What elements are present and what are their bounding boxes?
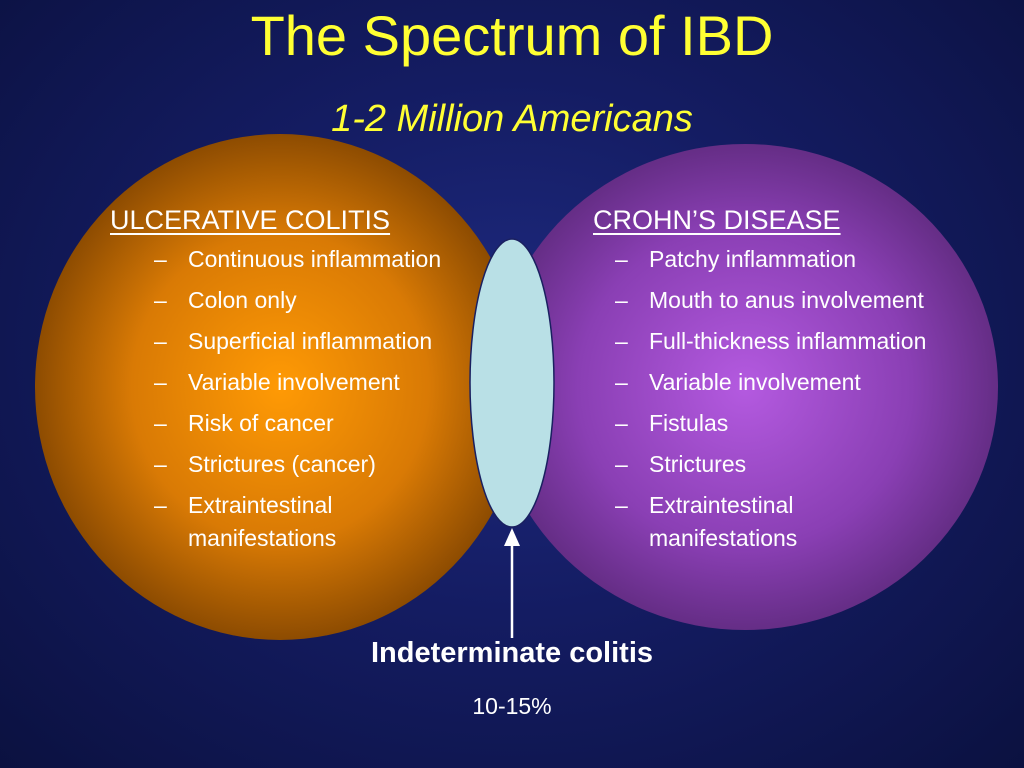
list-item: Patchy inflammation xyxy=(615,243,933,276)
ulcerative-colitis-heading: ULCERATIVE COLITIS xyxy=(110,205,391,235)
list-item: Extraintestinal manifestations xyxy=(154,489,470,555)
list-item: Colon only xyxy=(154,284,470,317)
crohns-disease-column: CROHN’S DISEASE Patchy inflammation Mout… xyxy=(593,203,933,563)
list-item: Fistulas xyxy=(615,407,933,440)
list-item: Risk of cancer xyxy=(154,407,470,440)
slide-title: The Spectrum of IBD xyxy=(250,4,774,67)
overlap-ellipse xyxy=(469,238,555,528)
slide-subtitle: 1-2 Million Americans xyxy=(331,98,693,140)
list-item: Superficial inflammation xyxy=(154,325,470,358)
list-item: Strictures xyxy=(615,448,933,481)
list-item: Strictures (cancer) xyxy=(154,448,470,481)
indeterminate-colitis-label: Indeterminate colitis xyxy=(370,637,653,669)
indeterminate-arrow-head xyxy=(504,528,520,546)
crohns-disease-heading: CROHN’S DISEASE xyxy=(593,205,841,235)
indeterminate-colitis-percent: 10-15% xyxy=(472,693,552,719)
list-item: Full-thickness inflammation xyxy=(615,325,933,358)
list-item: Variable involvement xyxy=(615,366,933,399)
list-item: Continuous inflammation xyxy=(154,243,470,276)
list-item: Extraintestinal manifestations xyxy=(615,489,933,555)
crohns-disease-list: Patchy inflammation Mouth to anus involv… xyxy=(615,243,933,555)
list-item: Variable involvement xyxy=(154,366,470,399)
ulcerative-colitis-column: ULCERATIVE COLITIS Continuous inflammati… xyxy=(110,203,470,563)
list-item: Mouth to anus involvement xyxy=(615,284,933,317)
ulcerative-colitis-list: Continuous inflammation Colon only Super… xyxy=(154,243,470,555)
